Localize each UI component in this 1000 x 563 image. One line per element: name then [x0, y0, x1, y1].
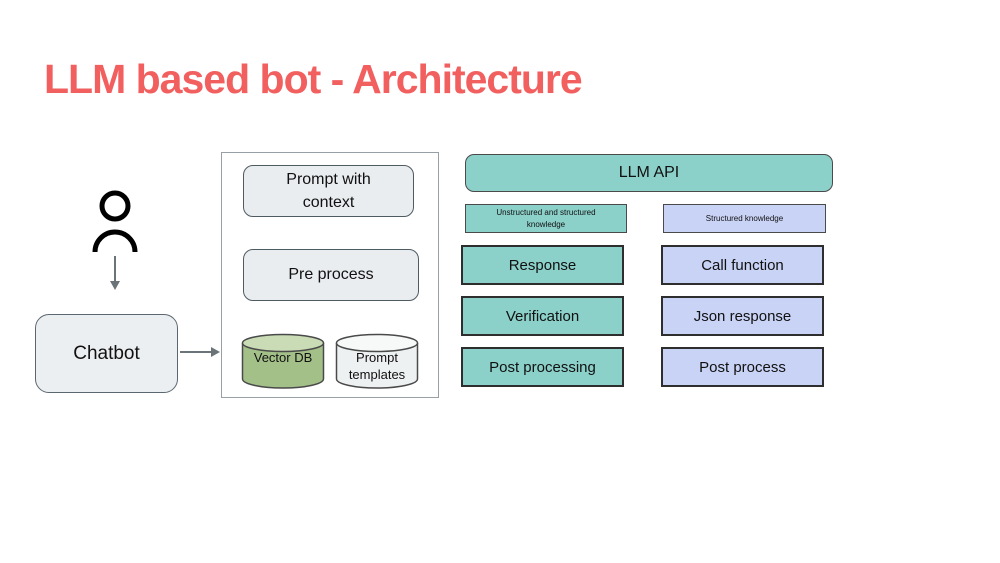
post-process-label: Post process — [699, 358, 786, 376]
post-processing-node: Post processing — [461, 347, 624, 387]
chatbot-node: Chatbot — [35, 314, 178, 393]
llm-api-label: LLM API — [618, 164, 680, 181]
prompt-with-context-label: Prompt with context — [286, 170, 371, 211]
database-icon — [335, 333, 419, 389]
user-icon — [92, 190, 138, 253]
call-function-node: Call function — [661, 245, 824, 285]
pipeline-container: Prompt with context Pre process Vector D… — [221, 152, 439, 398]
verification-label: Verification — [505, 307, 580, 325]
prompt-with-context-node: Prompt with context — [243, 165, 414, 217]
post-process-node: Post process — [661, 347, 824, 387]
verification-node: Verification — [461, 296, 624, 336]
chatbot-label: Chatbot — [73, 342, 140, 364]
structured-knowledge-header: Structured knowledge — [663, 204, 826, 233]
pre-process-label: Pre process — [288, 266, 374, 284]
arrow-head — [110, 281, 120, 290]
arrow-down-icon — [110, 256, 120, 290]
slide-title: LLM based bot - Architecture — [44, 56, 583, 102]
vector-db-label: Vector DB — [253, 350, 313, 365]
arrow-shaft — [180, 351, 211, 353]
prompt-templates-cylinder: Prompt templates — [335, 333, 419, 390]
llm-api-node: LLM API — [465, 154, 833, 192]
arrow-right-icon — [180, 347, 220, 357]
prompt-templates-label: Prompt templates — [348, 350, 406, 382]
pre-process-node: Pre process — [243, 249, 419, 301]
unstructured-knowledge-header: Unstructured and structured knowledge — [465, 204, 627, 233]
response-label: Response — [508, 256, 577, 274]
arrow-head — [211, 347, 220, 357]
json-response-label: Json response — [693, 307, 792, 325]
database-icon — [241, 333, 325, 389]
post-processing-label: Post processing — [489, 358, 596, 376]
json-response-node: Json response — [661, 296, 824, 336]
call-function-label: Call function — [701, 256, 784, 274]
vector-db-cylinder: Vector DB — [241, 333, 325, 390]
arrow-shaft — [114, 256, 116, 281]
response-node: Response — [461, 245, 624, 285]
